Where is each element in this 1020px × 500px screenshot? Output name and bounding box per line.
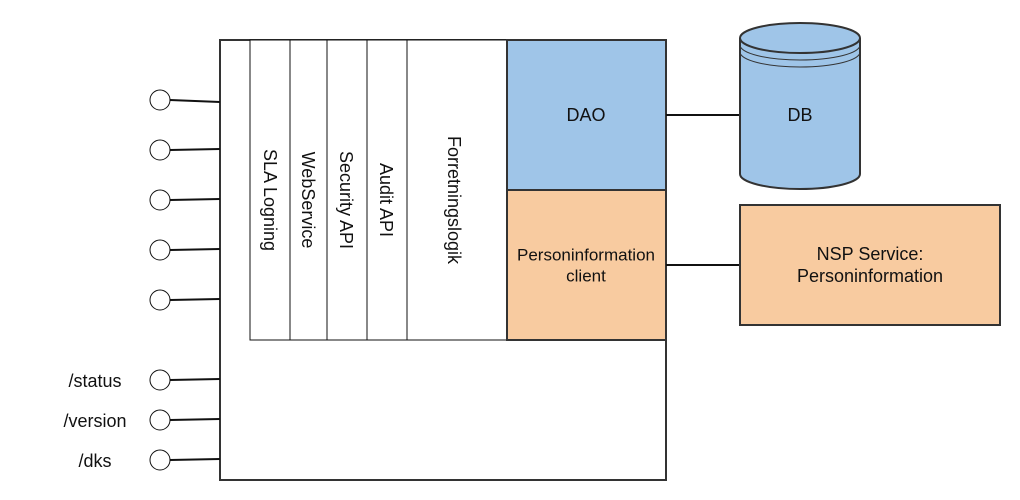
layer-security-api[interactable]: Security API — [326, 39, 368, 341]
interface-dks-label: /dks — [78, 451, 111, 471]
layer-sla-logning-label: SLA Logning — [260, 149, 280, 251]
nsp-label-line2: Personinformation — [797, 266, 943, 286]
interface-port-icon — [149, 239, 171, 261]
dao-block[interactable]: DAO — [506, 39, 667, 191]
interface-status-label: /status — [68, 371, 121, 391]
interface-4[interactable] — [149, 239, 221, 261]
interface-port-icon — [149, 449, 171, 471]
layer-sla-logning[interactable]: SLA Logning — [249, 39, 291, 341]
layer-security-api-label: Security API — [336, 151, 356, 249]
interface-3[interactable] — [149, 189, 221, 211]
interface-version[interactable]: /version — [63, 409, 221, 431]
interface-version-label: /version — [63, 411, 126, 431]
personinformation-client-block[interactable]: Personinformation client — [506, 189, 667, 341]
nsp-service-block[interactable]: NSP Service: Personinformation — [739, 204, 1001, 326]
interface-port-icon — [149, 89, 171, 111]
interface-port-icon — [149, 189, 171, 211]
interface-2[interactable] — [149, 139, 221, 161]
layer-audit-api[interactable]: Audit API — [366, 39, 408, 341]
client-label-line1: Personinformation — [517, 246, 655, 265]
interface-port-icon — [149, 409, 171, 431]
nsp-label-line1: NSP Service: — [817, 244, 924, 264]
db-label: DB — [787, 105, 812, 125]
layer-audit-api-label: Audit API — [376, 163, 396, 237]
interface-5[interactable] — [149, 289, 221, 311]
database-cylinder[interactable]: DB — [739, 22, 861, 190]
interface-port-icon — [149, 289, 171, 311]
interface-status[interactable]: /status — [68, 369, 221, 391]
dao-label: DAO — [566, 105, 605, 125]
interface-port-icon — [149, 369, 171, 391]
interface-port-icon — [149, 139, 171, 161]
layer-webservice-label: WebService — [298, 152, 318, 249]
interface-1[interactable] — [149, 89, 221, 111]
interface-dks[interactable]: /dks — [78, 449, 221, 471]
layer-forretningslogik[interactable]: Forretningslogik — [406, 39, 508, 341]
client-label-line2: client — [566, 267, 606, 286]
layer-forretningslogik-label: Forretningslogik — [444, 136, 464, 265]
layer-webservice[interactable]: WebService — [289, 39, 328, 341]
